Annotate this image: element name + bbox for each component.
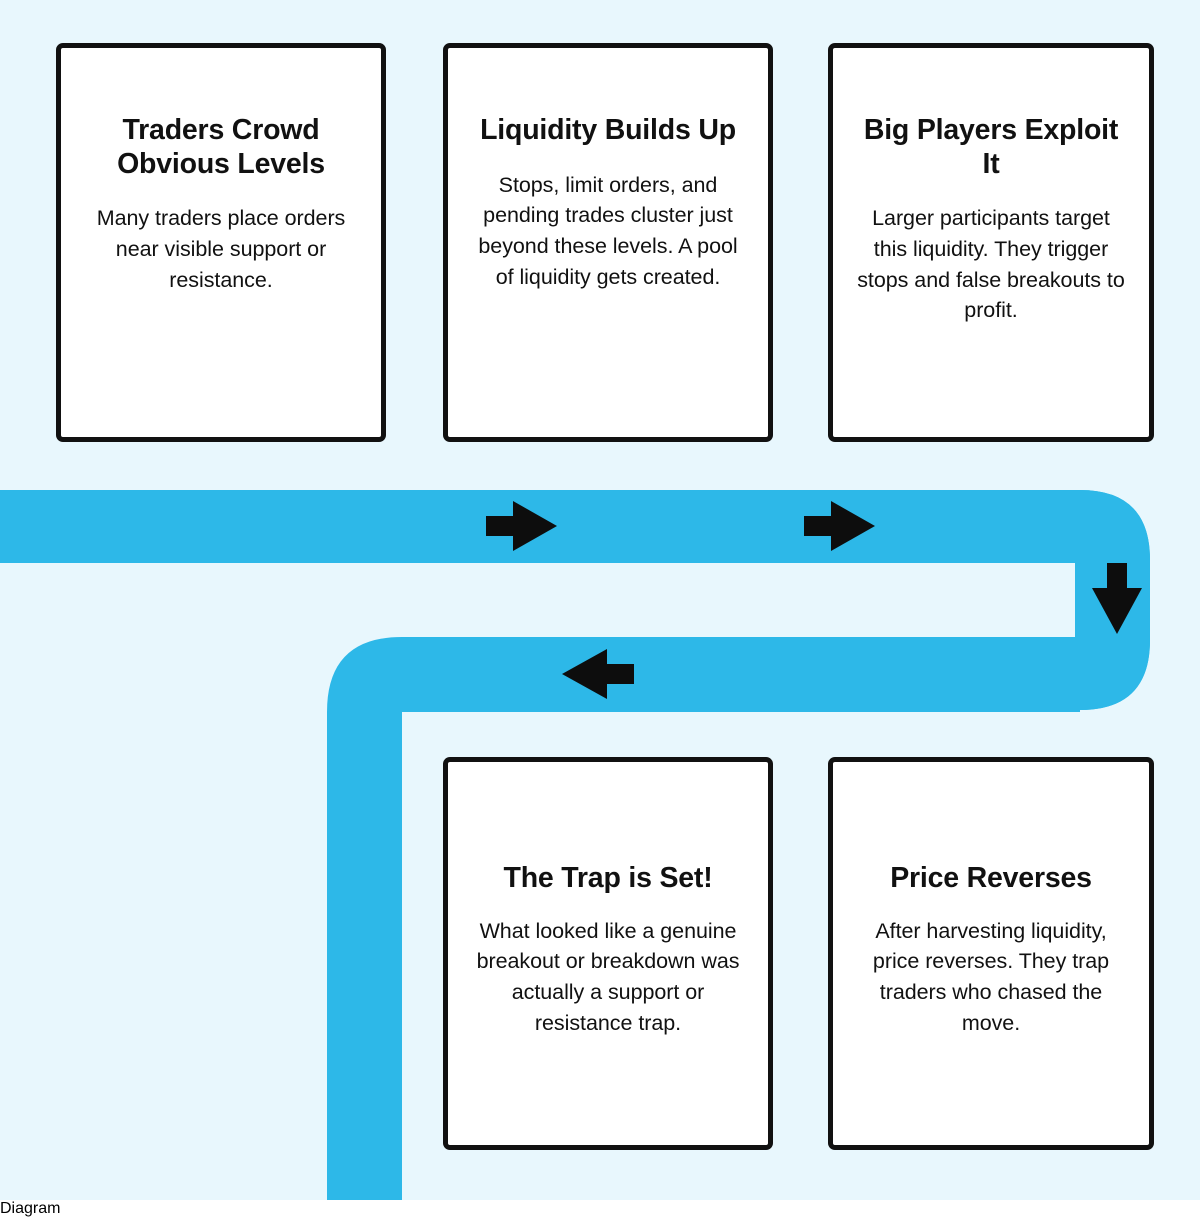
- step-card-3-body: Larger participants target this liquidit…: [857, 206, 1125, 323]
- arrow-down-1-icon: [1092, 563, 1142, 634]
- step-card-1-body: Many traders place orders near visible s…: [96, 206, 346, 292]
- step-card-4-title: The Trap is Set!: [503, 862, 713, 894]
- flow-elbow-right: [1075, 490, 1150, 710]
- arrow-right-1-icon: [486, 501, 557, 551]
- step-card-5-body: After harvesting liquidity, price revers…: [872, 918, 1110, 1035]
- step-card-5: Price Reverses After harvesting liquidit…: [828, 757, 1154, 1150]
- step-card-1: Traders Crowd Obvious Levels Many trader…: [56, 43, 386, 442]
- step-card-2-body: Stops, limit orders, and pending trades …: [478, 172, 738, 289]
- step-card-2-title: Liquidity Builds Up: [480, 114, 736, 146]
- step-card-3: Big Players Exploit It Larger participan…: [828, 43, 1154, 442]
- arrow-left-1-icon: [562, 649, 634, 699]
- arrow-right-2-icon: [804, 501, 875, 551]
- flow-segment-top: [0, 490, 1150, 710]
- step-card-3-title: Big Players Exploit It: [863, 114, 1119, 180]
- step-card-4-body: What looked like a genuine breakout or b…: [476, 918, 740, 1035]
- step-card-5-title: Price Reverses: [890, 862, 1092, 894]
- step-card-1-title: Traders Crowd Obvious Levels: [117, 114, 325, 180]
- step-card-2: Liquidity Builds Up Stops, limit orders,…: [443, 43, 773, 442]
- step-card-4: The Trap is Set! What looked like a genu…: [443, 757, 773, 1150]
